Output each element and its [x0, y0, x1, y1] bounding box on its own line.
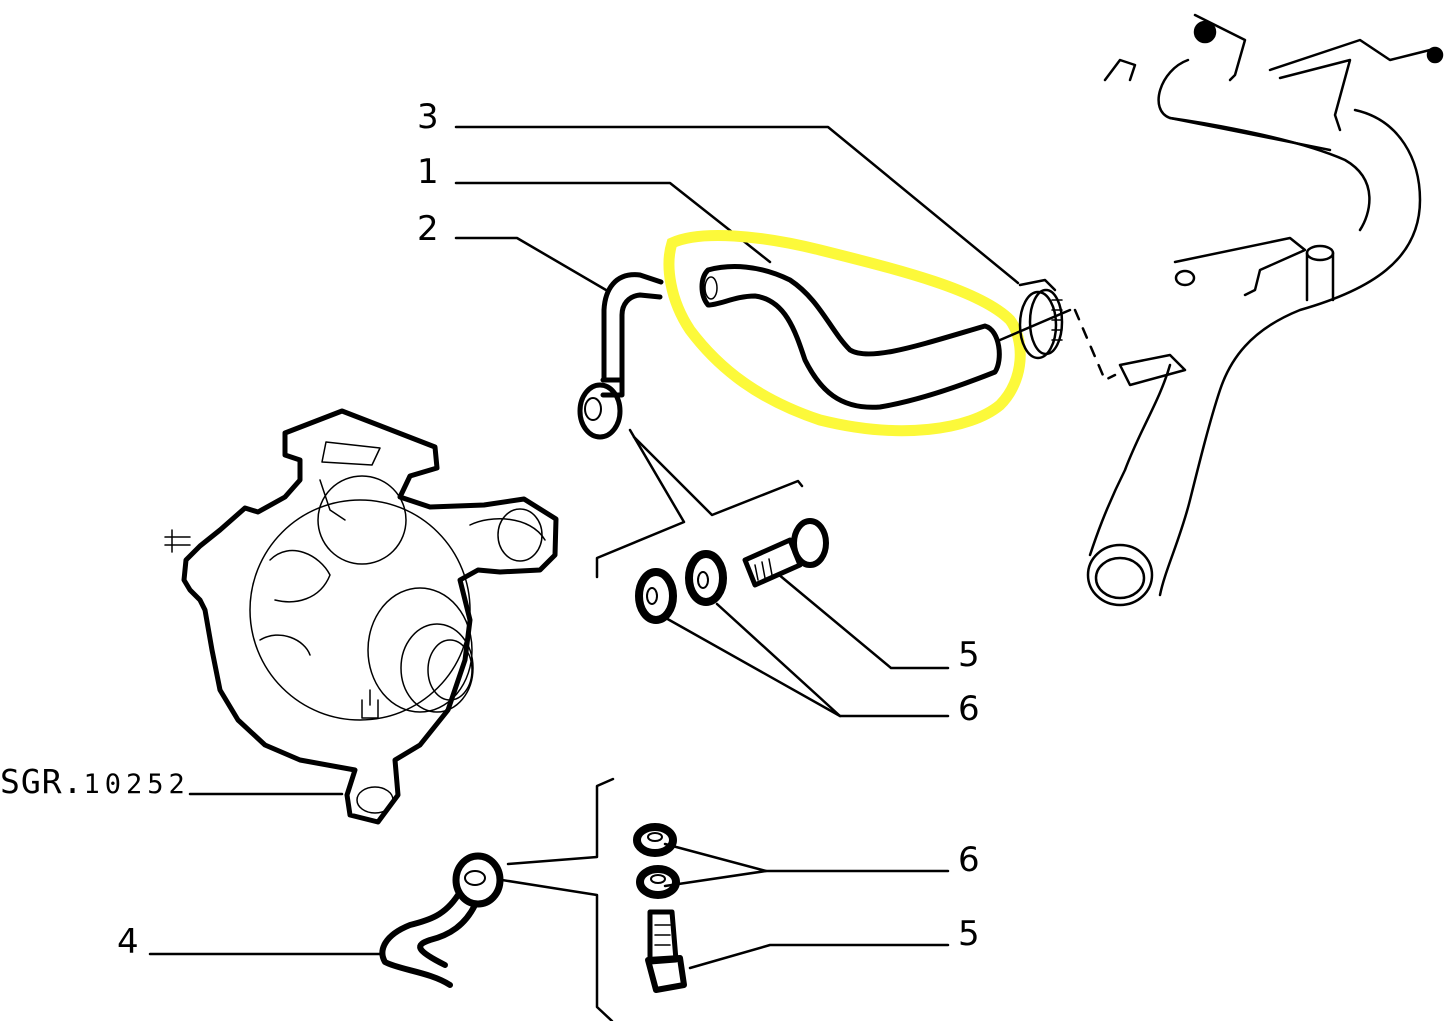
washers-bolt-mid-illustration	[635, 518, 829, 624]
callout-2: 2	[417, 209, 439, 249]
banjo-pipe-illustration	[577, 272, 664, 440]
highlight-outline	[663, 230, 1026, 437]
reference-code: SGR.10252	[0, 765, 190, 798]
leader-lines	[148, 125, 1020, 1021]
coolant-manifold-illustration	[1073, 13, 1444, 607]
callout-5-mid: 5	[958, 635, 980, 675]
callout-1: 1	[417, 152, 439, 192]
callout-6-mid: 6	[958, 689, 980, 729]
turbocharger-illustration	[164, 408, 559, 825]
reference-code-prefix: SGR.	[0, 762, 84, 801]
coolant-hose-illustration	[699, 264, 1002, 410]
washers-bolt-bottom-illustration	[633, 823, 687, 993]
return-pipe-illustration	[379, 852, 504, 988]
callout-6-bottom: 6	[958, 840, 980, 880]
callout-3: 3	[417, 97, 439, 137]
callout-5-bottom: 5	[958, 914, 980, 954]
callout-4: 4	[117, 922, 139, 962]
reference-code-number: 10252	[83, 769, 190, 800]
hose-clamp-illustration	[998, 278, 1072, 360]
